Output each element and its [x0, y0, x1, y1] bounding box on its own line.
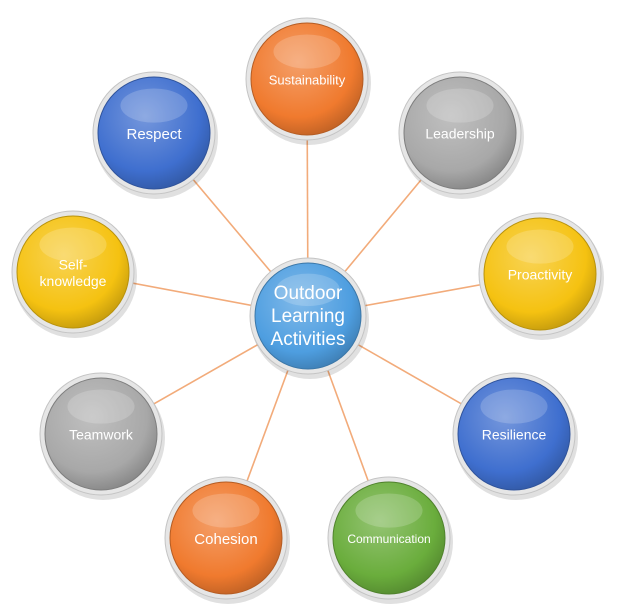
- node-respect-body: [97, 76, 211, 190]
- node-sustainability-body: [250, 22, 364, 136]
- node-teamwork-label-line-0: Teamwork: [69, 427, 134, 443]
- node-sustainability-label-line-0: Sustainability: [269, 72, 346, 87]
- node-respect: Respect: [92, 71, 218, 199]
- node-leadership-label-line-0: Leadership: [425, 126, 494, 142]
- center-label-line-0: Outdoor: [274, 283, 343, 304]
- node-cohesion-highlight: [192, 493, 260, 528]
- node-communication-label-line-0: Communication: [347, 532, 430, 546]
- node-proactivity: Proactivity: [478, 212, 604, 340]
- node-communication-body: [332, 481, 446, 595]
- node-resilience-body: [457, 377, 571, 491]
- node-proactivity-body: [483, 217, 597, 331]
- node-sustainability-highlight: [273, 34, 341, 69]
- node-resilience-label-line-0: Resilience: [482, 427, 547, 443]
- node-cohesion: Cohesion: [164, 476, 290, 604]
- node-teamwork-highlight: [67, 389, 135, 424]
- node-resilience: Resilience: [452, 372, 578, 500]
- node-leadership: Leadership: [398, 71, 524, 199]
- node-communication: Communication: [327, 476, 453, 604]
- node-respect-label-line-0: Respect: [126, 126, 182, 143]
- node-sustainability: Sustainability: [245, 17, 371, 145]
- node-communication-highlight: [355, 493, 423, 528]
- node-teamwork: Teamwork: [39, 372, 165, 500]
- center-bubble-body: [254, 262, 362, 370]
- center-label-line-2: Activities: [271, 329, 346, 350]
- node-self-knowledge-highlight: [39, 227, 107, 262]
- node-resilience-highlight: [480, 389, 548, 424]
- node-self-knowledge-label-line-0: Self-: [59, 256, 88, 272]
- node-proactivity-highlight: [506, 229, 574, 264]
- center-bubble-highlight: [276, 273, 340, 307]
- node-leadership-body: [403, 76, 517, 190]
- node-self-knowledge: Self-knowledge: [11, 210, 137, 338]
- node-leadership-highlight: [426, 88, 494, 123]
- node-cohesion-label-line-0: Cohesion: [194, 531, 257, 548]
- node-self-knowledge-body: [16, 215, 130, 329]
- node-teamwork-body: [44, 377, 158, 491]
- node-self-knowledge-label-line-1: knowledge: [40, 273, 107, 289]
- node-proactivity-label-line-0: Proactivity: [508, 267, 573, 283]
- outer-nodes: SustainabilityLeadershipProactivityResil…: [11, 17, 604, 604]
- center-label-line-1: Learning: [271, 306, 345, 327]
- node-cohesion-body: [169, 481, 283, 595]
- node-respect-highlight: [120, 88, 188, 123]
